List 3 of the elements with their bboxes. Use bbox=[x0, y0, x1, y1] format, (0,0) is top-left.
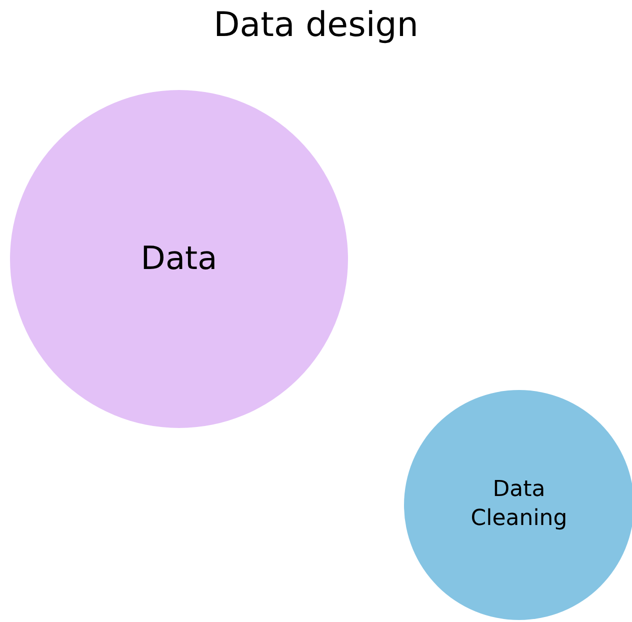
circle-label: Data bbox=[140, 238, 218, 280]
diagram-title: Data design bbox=[212, 4, 420, 46]
circle-label: Data Cleaning bbox=[470, 476, 568, 533]
